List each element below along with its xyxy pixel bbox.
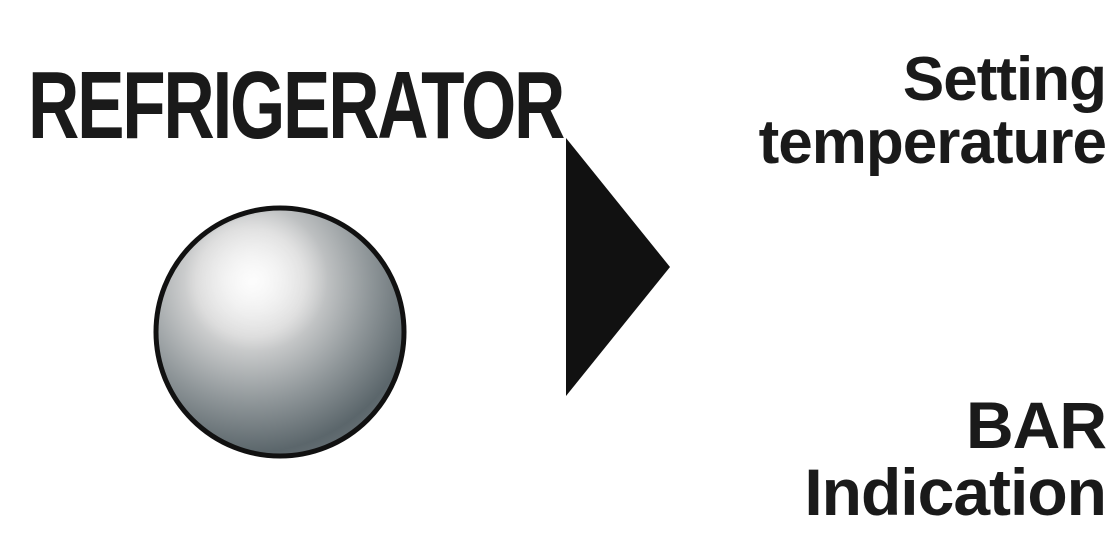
bar-label-line2: Indication	[804, 455, 1107, 530]
bar-label-line1: BAR	[966, 388, 1107, 462]
setting-temperature-label: Setting temperature	[758, 45, 1107, 178]
setting-label-line2: temperature	[758, 108, 1107, 178]
arrow-right-icon	[566, 138, 670, 396]
bar-indication-label: BAR Indication	[804, 388, 1107, 530]
setting-label-line1: Setting	[902, 45, 1107, 114]
refrigerator-title: REFRIGERATOR	[28, 52, 565, 159]
refrigerator-button[interactable]	[148, 200, 412, 464]
round-button-icon	[153, 205, 407, 459]
